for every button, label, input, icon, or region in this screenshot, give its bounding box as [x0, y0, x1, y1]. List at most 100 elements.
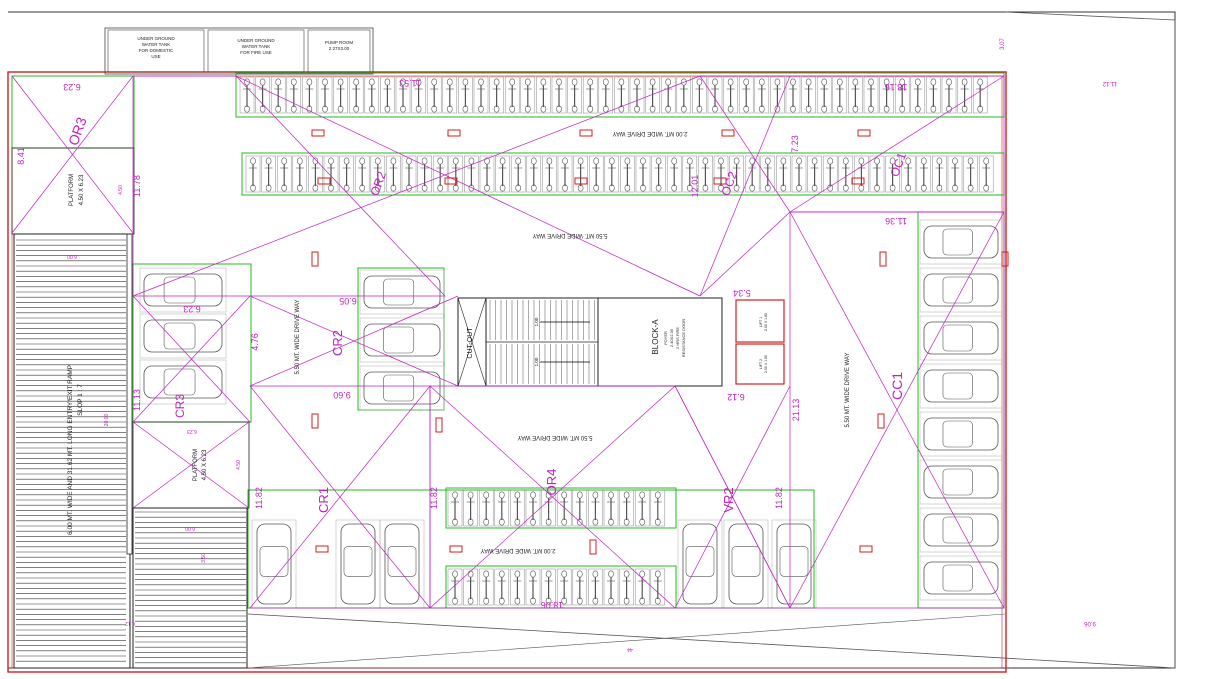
column-marker — [851, 177, 865, 185]
bike-slot — [395, 76, 411, 114]
dimension-d-600-b: 6.00 — [185, 525, 195, 531]
car-slot — [919, 459, 1003, 505]
platform-mid — [132, 421, 250, 509]
block-sub: FOYER — [663, 331, 668, 345]
column-marker — [879, 251, 887, 267]
bike-slot — [650, 489, 666, 527]
bike-slot — [458, 76, 473, 114]
car-slot — [919, 507, 1003, 553]
bike-slot — [854, 155, 869, 193]
bike-slot — [603, 489, 619, 527]
column-marker — [877, 413, 885, 429]
column-marker — [311, 251, 319, 267]
bike-slot — [598, 76, 614, 114]
bike-slot — [770, 76, 785, 114]
ramp-lower — [132, 507, 248, 669]
zone-vr2: VR2 — [721, 487, 736, 512]
bike-slot — [588, 489, 603, 527]
tank-domestic-label: UNDER GROUND — [137, 36, 175, 41]
tank-fire-label: WATER TANK — [242, 44, 271, 49]
car-slot — [139, 359, 227, 405]
car-slot — [359, 269, 445, 315]
dimension-d-600-a: 6.00 — [67, 253, 77, 259]
column-marker — [444, 177, 458, 185]
diag-u — [132, 295, 251, 423]
zone-or4: OR4 — [544, 469, 559, 496]
site-boundary-right — [1004, 11, 1176, 668]
bike-slot — [573, 155, 588, 193]
lift2-label: 2.00 X 1.80 — [764, 355, 768, 373]
car-slot — [723, 519, 769, 609]
bike-slot — [666, 155, 682, 193]
dimension-d-623-top: 6.23 — [63, 82, 81, 92]
bike-slot — [556, 489, 572, 527]
bike-slot — [302, 76, 317, 114]
bike-slot — [447, 489, 463, 527]
bike-slot — [292, 155, 308, 193]
bike-slot — [386, 155, 401, 193]
car-slot — [919, 219, 1003, 265]
zone-oc1: OC1 — [887, 150, 909, 178]
driveway-middle: 5.50 MT. WIDE DRIVE WAY — [532, 232, 607, 238]
bike-slot — [510, 568, 525, 606]
zone-cr2: CR2 — [330, 330, 345, 356]
diag-k — [674, 385, 791, 609]
car-slot — [919, 315, 1003, 361]
bike-slot — [525, 489, 541, 527]
dimension-d-623-plat: 6.23 — [187, 428, 197, 434]
column-marker — [317, 177, 331, 185]
bike-slot — [603, 568, 619, 606]
column-marker — [311, 129, 325, 137]
bike-slot — [473, 76, 489, 114]
bike-slot — [510, 489, 525, 527]
bike-slot — [744, 155, 760, 193]
zone-cr3: CR3 — [173, 394, 187, 418]
bike-slot — [604, 155, 620, 193]
tank-fire-label: UNDER GROUND — [237, 38, 275, 43]
diag-b — [235, 75, 701, 297]
bike-slot — [634, 489, 650, 527]
car-slot — [919, 267, 1003, 313]
pump-room-label: PUMP ROOM — [325, 40, 353, 45]
dimension-d-1182-c: 11.82 — [774, 487, 784, 509]
zone-outline-or2 — [132, 75, 446, 297]
diag-e — [699, 75, 791, 297]
bike-slot — [417, 155, 432, 193]
site-boundary — [8, 11, 1176, 669]
bike-slot — [463, 568, 478, 606]
bike-slot — [885, 155, 900, 193]
ramp-slope: SLOP 1 : 7 — [77, 384, 84, 416]
car-slot — [335, 519, 381, 609]
bike-slot — [308, 155, 323, 193]
bike-slot — [760, 155, 776, 193]
driveway-right: 5.50 MT. WIDE DRIVE WAY — [845, 352, 851, 427]
dimension-d-723: 7.23 — [790, 135, 800, 153]
bike-slot — [900, 155, 916, 193]
diag-s — [132, 421, 250, 509]
bike-slot — [348, 76, 364, 114]
car-slot — [677, 519, 723, 609]
utility-block — [104, 27, 374, 75]
bike-slot — [629, 76, 645, 114]
diag-a — [132, 75, 701, 297]
bike-slot — [738, 76, 754, 114]
dimension-d-1816: 18.16 — [885, 82, 908, 92]
column-marker — [713, 177, 727, 185]
tank-fire-label: FOR FIRE USE — [240, 50, 272, 55]
bike-slot — [556, 568, 572, 606]
car-slot — [359, 317, 445, 363]
block-sub: 2 HRS FIRE — [675, 327, 680, 349]
dimension-d-1136: 11.36 — [885, 216, 907, 226]
bike-slot — [463, 489, 478, 527]
pump-room-label: 2.27X3.00 — [329, 46, 350, 51]
dimension-d-2113: 21.13 — [791, 399, 801, 422]
platform-mid-title: PLATFORM — [193, 449, 199, 481]
bike-slot — [634, 568, 650, 606]
diag-o — [249, 295, 459, 387]
zone-outline-oc — [699, 75, 1005, 297]
bike-slot — [317, 76, 333, 114]
dimension-d-534: 5.34 — [733, 288, 751, 298]
zone-cc1: CC1 — [889, 372, 905, 400]
bike-slot — [869, 155, 885, 193]
platform-mid-size: 4.50 X 6.23 — [202, 449, 208, 480]
